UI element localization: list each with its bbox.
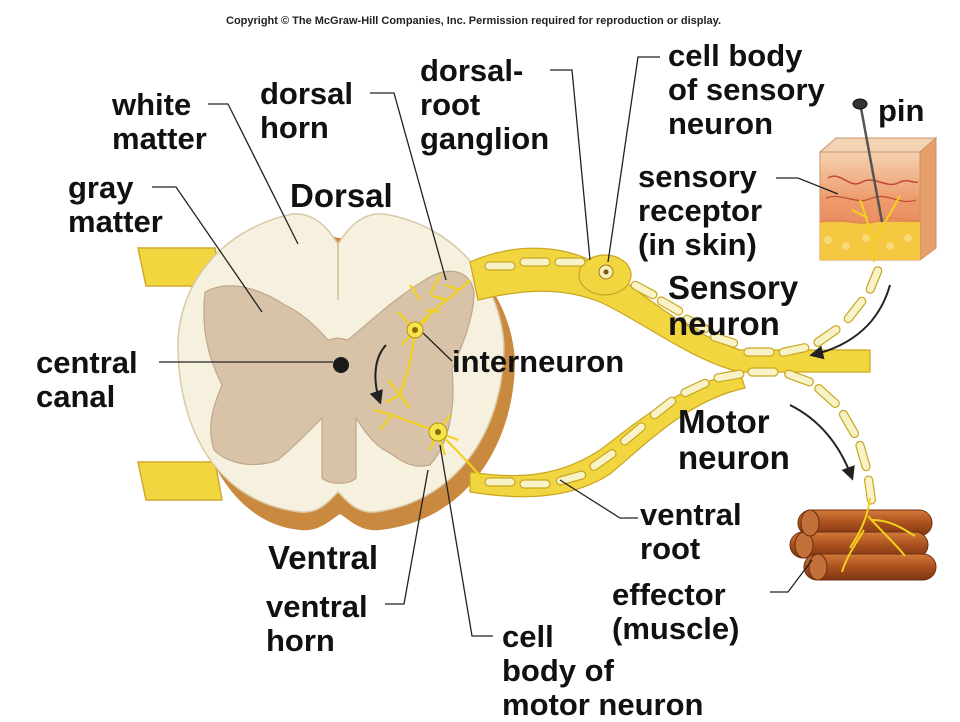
left-ventral-stub <box>137 461 223 501</box>
pin-head <box>852 98 868 110</box>
gray-matter <box>203 270 475 484</box>
sensory-axon-segments <box>484 257 883 357</box>
motor-axon-segments <box>484 367 876 505</box>
label-dorsal-horn: dorsal horn <box>260 76 354 145</box>
label-ventral-root: ventral root <box>640 497 742 566</box>
label-dorsal: Dorsal <box>290 177 393 214</box>
label-white-matter: white matter <box>112 87 207 156</box>
label-ventral: Ventral <box>268 539 379 576</box>
label-effector: effector (muscle) <box>612 577 740 646</box>
copyright-notice: Copyright © The McGraw-Hill Companies, I… <box>226 15 722 27</box>
label-sensory-receptor: sensory receptor (in skin) <box>638 159 763 262</box>
label-interneuron: interneuron <box>452 344 625 379</box>
signal-direction-arrow <box>369 344 387 405</box>
label-motor-neuron: Motor neuron <box>678 403 790 476</box>
pin-shaft <box>859 107 884 223</box>
label-gray-matter: gray matter <box>68 170 163 239</box>
dorsal-root-nerve <box>469 247 871 373</box>
label-pin: pin <box>878 93 925 128</box>
label-cell-body-sensory: cell body of sensory neuron <box>668 38 825 141</box>
label-sensory-neuron: Sensory neuron <box>668 269 799 342</box>
central-canal-opening <box>333 357 349 373</box>
label-cell-body-motor: cell body of motor neuron <box>502 619 704 722</box>
skin-block <box>818 136 938 263</box>
sensory-direction-arrow <box>809 284 891 360</box>
ventral-root-nerve <box>469 371 746 498</box>
label-dorsal-root-ganglion: dorsal- root ganglion <box>420 53 550 156</box>
label-ventral-horn: ventral horn <box>266 589 368 658</box>
label-central-canal: central canal <box>36 345 138 414</box>
muscle-bundle <box>789 497 937 581</box>
motor-direction-arrow <box>789 404 855 481</box>
leader-lines <box>152 56 839 637</box>
